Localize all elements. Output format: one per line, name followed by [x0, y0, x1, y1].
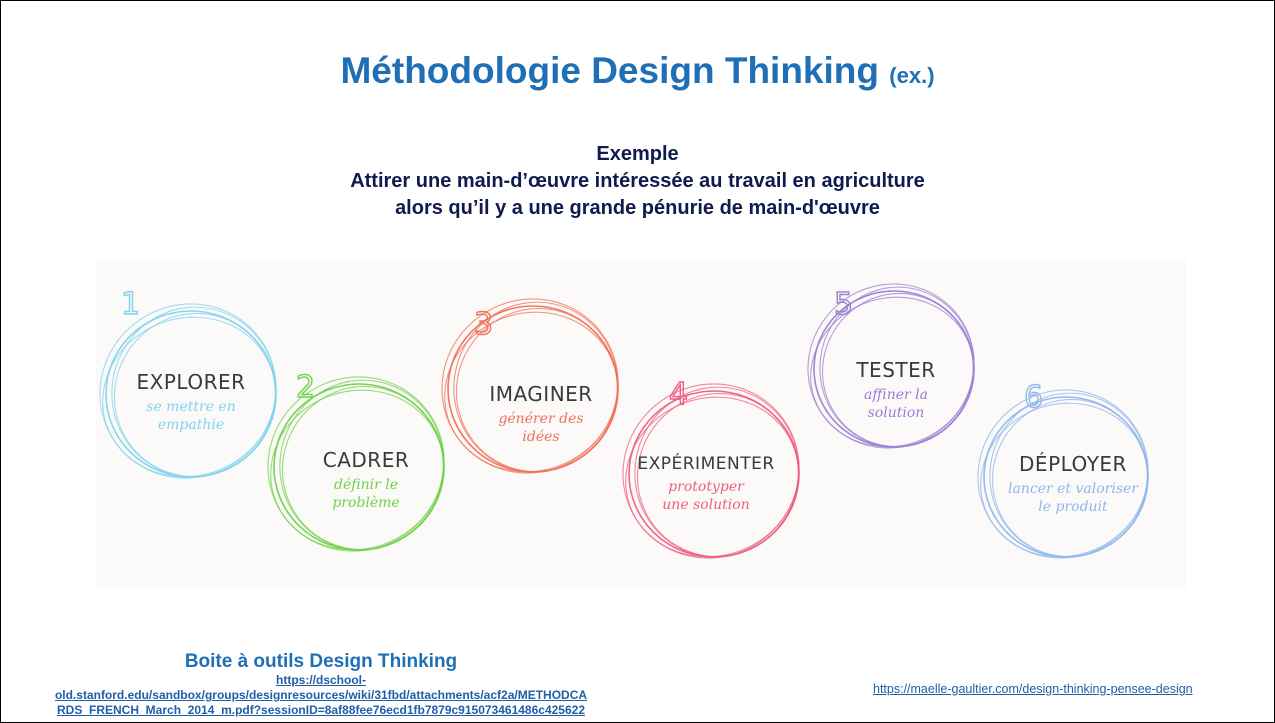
title-main: Méthodologie Design Thinking: [340, 50, 879, 91]
step-6-subtitle-1: lancer et valoriser: [1008, 481, 1139, 497]
step-2-circle-stroke: [281, 385, 445, 551]
step-1-subtitle-2: empathie: [158, 417, 224, 433]
step-6-circle-stroke: [991, 398, 1149, 558]
step-3-subtitle-1: générer des: [498, 411, 583, 427]
step-4-subtitle-2: une solution: [662, 497, 749, 513]
step-1-subtitle-1: se mettre en: [146, 399, 235, 415]
toolbox-section: Boite à outils Design Thinking https://d…: [1, 651, 641, 718]
step-3-subtitle-2: idées: [522, 429, 559, 445]
step-2-number: 2: [296, 370, 315, 405]
step-4-title: EXPÉRIMENTER: [637, 452, 774, 474]
step-5-subtitle-1: affiner la: [864, 387, 928, 403]
toolbox-link-line-3: RDS_FRENCH_March_2014_m.pdf?sessionID=8a…: [57, 703, 585, 717]
step-2-subtitle-1: définir le: [334, 477, 398, 493]
toolbox-link[interactable]: https://dschool- old.stanford.edu/sandbo…: [1, 673, 641, 718]
step-2-title: CADRER: [323, 448, 409, 472]
step-3-number: 3: [474, 307, 493, 342]
step-4-number: 4: [669, 377, 688, 412]
step-1-circle-stroke: [102, 316, 276, 478]
step-1-title: EXPLORER: [137, 370, 246, 394]
step-4-circle-stroke: [622, 383, 800, 559]
step-4-subtitle-1: prototyper: [668, 479, 745, 495]
step-5-circle-stroke: [807, 283, 975, 449]
step-3-circle-stroke: [455, 307, 619, 473]
step-3-circle-stroke: [441, 298, 619, 474]
source-link[interactable]: https://maelle-gaultier.com/design-think…: [873, 682, 1193, 696]
step-5-subtitle-2: solution: [868, 405, 925, 421]
step-4-circle-stroke: [636, 392, 800, 558]
step-2-circle-stroke: [267, 376, 445, 552]
step-6-circle-stroke: [980, 402, 1148, 558]
step-1-number: 1: [121, 287, 140, 322]
step-5-title: TESTER: [855, 358, 935, 382]
example-line-2: alors qu’il y a une grande pénurie de ma…: [395, 197, 880, 219]
step-6-title: DÉPLOYER: [1019, 452, 1127, 476]
step-5-circle-stroke: [821, 292, 975, 448]
page-title: Méthodologie Design Thinking (ex.): [1, 47, 1274, 100]
step-5-number: 5: [834, 287, 853, 322]
example-intro: Exemple Attirer une main-d’œuvre intéres…: [1, 141, 1274, 222]
step-6-circle-stroke: [977, 389, 1149, 559]
example-label: Exemple: [596, 143, 679, 165]
toolbox-title: Boite à outils Design Thinking: [184, 651, 458, 672]
title-suffix: (ex.): [889, 63, 935, 88]
step-1-circle-stroke: [99, 303, 277, 479]
toolbox-link-line-1: https://dschool-: [276, 673, 366, 687]
step-6-subtitle-2: le produit: [1038, 499, 1108, 515]
step-3-title: IMAGINER: [489, 382, 592, 406]
toolbox-link-line-2: old.stanford.edu/sandbox/groups/designre…: [54, 688, 588, 702]
step-2-subtitle-2: problème: [332, 495, 399, 511]
example-line-1: Attirer une main-d’œuvre intéressée au t…: [350, 170, 925, 192]
step-6-number: 6: [1024, 380, 1043, 415]
step-1-circle-stroke: [113, 312, 277, 478]
